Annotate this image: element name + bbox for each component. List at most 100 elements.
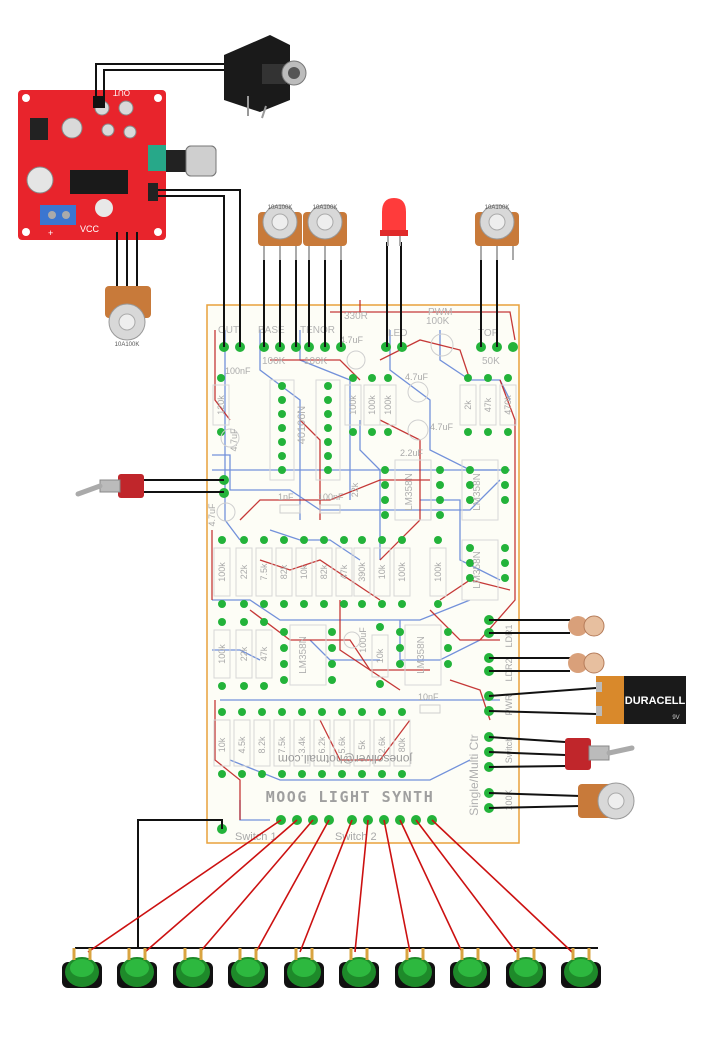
label-multi-pot-value: 100K <box>504 789 514 810</box>
audio-jack <box>224 35 307 119</box>
resistor-label: 100k <box>348 395 358 415</box>
amp-module: VCC + OUT <box>18 88 217 240</box>
battery-brand: DURACELL <box>625 695 686 707</box>
push-button-2[interactable] <box>117 948 157 988</box>
push-button-7[interactable] <box>395 948 435 988</box>
label-switch2: Switch 2 <box>335 831 377 843</box>
led-red <box>380 198 408 246</box>
resistor-label: 10k <box>299 564 309 579</box>
cap-label: 100nF <box>318 492 344 502</box>
pot-label: 10A100K <box>313 205 338 211</box>
push-button-10[interactable] <box>561 948 601 988</box>
capacitors <box>216 333 454 714</box>
potentiometer-top[interactable]: 10A100K <box>475 204 519 260</box>
resistor-label: 390k <box>357 562 367 582</box>
toggle-switch-right[interactable] <box>565 738 635 770</box>
push-button-3[interactable] <box>173 948 213 988</box>
mode-label: Single/Multi Ctr <box>467 734 481 815</box>
push-button-5[interactable] <box>284 948 324 988</box>
label-top: TOP <box>478 328 499 339</box>
push-button-8[interactable] <box>450 948 490 988</box>
resistor-label: 10k <box>217 737 227 752</box>
resistor-label: 100k <box>397 562 407 582</box>
battery-voltage: 9V <box>672 715 679 721</box>
resistor-label: 5.6k <box>337 736 347 754</box>
amp-vcc-label: VCC <box>80 224 100 234</box>
cap-label: 4.7uF <box>405 372 429 382</box>
resistor-label: 10k <box>377 564 387 579</box>
cap-label: 4.7uF <box>207 503 217 527</box>
resistor-label: 82k <box>279 564 289 579</box>
potentiometer-tenor[interactable]: 10A100K <box>303 204 347 260</box>
resistor-label: 100k <box>383 395 393 415</box>
battery-9v: DURACELL 9V <box>596 676 686 724</box>
toggle-switch-left[interactable] <box>75 474 144 498</box>
ic-label: LM358N <box>472 551 483 589</box>
resistor-label: 22k <box>239 564 249 579</box>
label-switch: Switch <box>504 737 514 764</box>
label-pwm: PWM <box>428 307 452 318</box>
resistor-label: 8.2k <box>257 736 267 754</box>
resistor-label: 47k <box>259 646 269 661</box>
resistor-label: 2k <box>463 400 473 410</box>
ldr-1 <box>568 615 605 637</box>
resistor-label: 100k <box>217 562 227 582</box>
cap-label: 100uF <box>358 627 368 653</box>
ic-label: LM358N <box>404 473 415 511</box>
push-button-6[interactable] <box>339 948 379 988</box>
red-wires <box>87 819 573 953</box>
label-top-value: 50K <box>482 356 500 367</box>
label-pwm-value: 100K <box>426 316 450 327</box>
ic-lm358n-3: LM358N <box>461 539 509 601</box>
resistor-label: 22k <box>239 646 249 661</box>
push-button-9[interactable] <box>506 948 546 988</box>
label-pwr: PWR <box>504 694 514 715</box>
push-button-1[interactable] <box>62 948 102 988</box>
ic-label: LM358N <box>472 473 483 511</box>
email-label: jonesoliver@hotmail.com <box>278 752 413 766</box>
cap-label: 4.7uF <box>430 422 454 432</box>
push-buttons <box>62 948 601 988</box>
resistor-label: 22k <box>350 482 360 497</box>
potentiometer-base[interactable]: 10A100K <box>258 204 302 260</box>
pot-label: 10A100K <box>115 342 140 348</box>
resistor-label: 47k <box>339 564 349 579</box>
resistor-label: 470k <box>503 395 513 415</box>
resistor-label: 3.4k <box>297 736 307 754</box>
resistor-label: 100k <box>433 562 443 582</box>
resistor-row-2: 100k 22k 47k 10k <box>213 618 389 690</box>
push-button-4[interactable] <box>228 948 268 988</box>
potentiometer-amp-volume[interactable]: 10A100K <box>105 286 151 348</box>
ic-lm358n-2: LM358N <box>461 459 509 521</box>
resistor-label: 100k <box>367 395 377 415</box>
resistor-label: 100k <box>217 644 227 664</box>
ic-lm358n-5: LM358N <box>396 624 452 686</box>
resistor-row-3: 10k 4.5k 8.2k 7.5k 3.4k 6.2k 5.6k 5k 2.6… <box>213 708 411 778</box>
resistor-label: 10k <box>375 648 385 663</box>
label-tenor: TENOR <box>300 325 335 336</box>
pcb-board: 40106N LM358N LM358N LM358N LM358N LM358… <box>206 300 520 844</box>
ic-label: LM358N <box>298 636 309 674</box>
label-ldr1: LDR1 <box>504 624 514 647</box>
cap-label: 100nF <box>225 366 251 376</box>
ic-label: 40106N <box>296 406 308 445</box>
potentiometer-multi[interactable] <box>578 782 635 820</box>
cap-label: 4.7uF <box>340 335 364 345</box>
pot-label: 10A100K <box>268 205 293 211</box>
label-base-value: 100K <box>262 356 286 367</box>
cap-label: 10nF <box>418 692 439 702</box>
cap-label: 1nF <box>278 492 294 502</box>
label-led: LED <box>388 328 407 339</box>
cap-label: 2.2uF <box>400 448 424 458</box>
resistor-label: 6.2k <box>317 736 327 754</box>
resistor-label: 4.5k <box>237 736 247 754</box>
amp-volume-knob[interactable] <box>185 145 217 177</box>
ldr-2 <box>568 652 605 674</box>
ic-label: LM358N <box>416 636 427 674</box>
label-base: BASE <box>258 325 285 336</box>
resistor-label: 47k <box>483 397 493 412</box>
label-tenor-value: 100K <box>304 356 328 367</box>
resistor-label: 2.6k <box>377 736 387 754</box>
resistor-label: 5k <box>357 740 367 750</box>
